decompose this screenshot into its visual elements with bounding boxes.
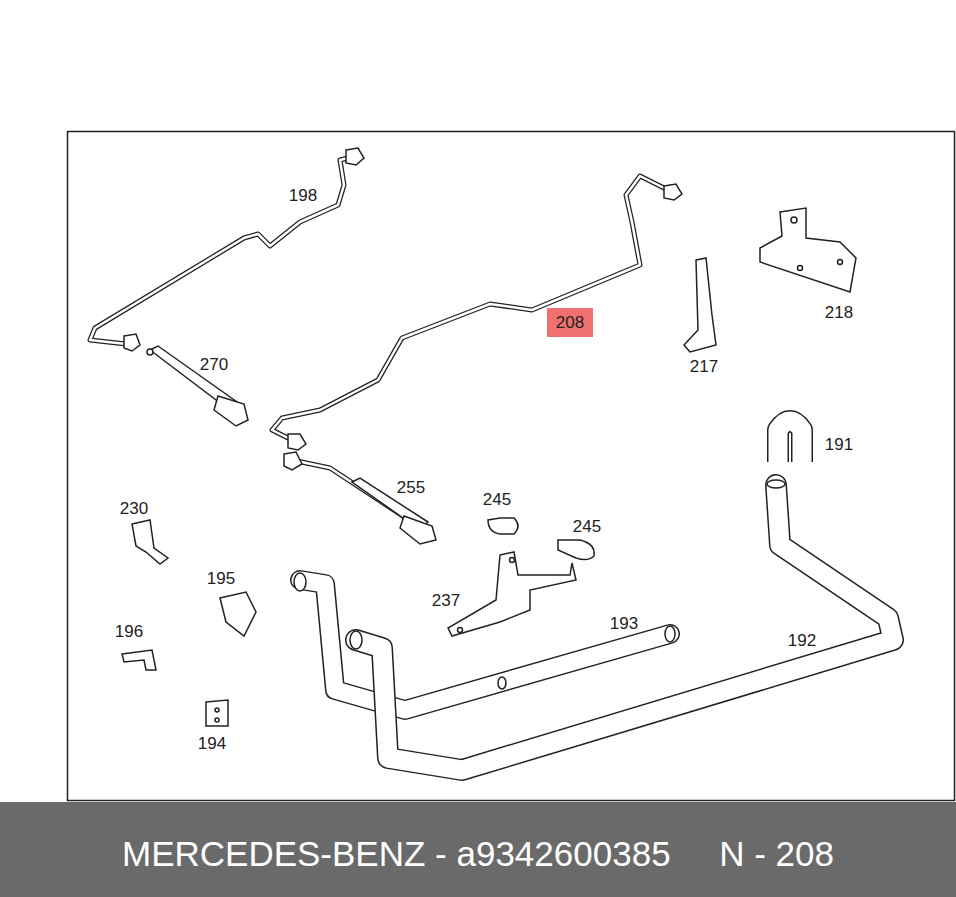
- callout-number: 198: [289, 187, 317, 204]
- callout-number: 255: [397, 479, 425, 496]
- callout-number: 208: [556, 314, 584, 331]
- callout-number: 237: [432, 592, 460, 609]
- callout-number: 195: [207, 570, 235, 587]
- callout-number: 218: [825, 304, 853, 321]
- callout-number: 270: [200, 356, 228, 373]
- highlighted-callout: 208: [547, 308, 593, 337]
- callout-number: 230: [120, 500, 148, 517]
- callout-number: 245: [573, 518, 601, 535]
- callout-number: 192: [788, 632, 816, 649]
- callout-number: 191: [825, 436, 853, 453]
- callout-number: 193: [610, 615, 638, 632]
- callout-number: 217: [690, 358, 718, 375]
- callout-number: 194: [198, 735, 226, 752]
- callout-number: 196: [115, 623, 143, 640]
- callout-number: 245: [483, 491, 511, 508]
- caption: MERCEDES-BENZ - a9342600385 N - 208: [122, 836, 834, 871]
